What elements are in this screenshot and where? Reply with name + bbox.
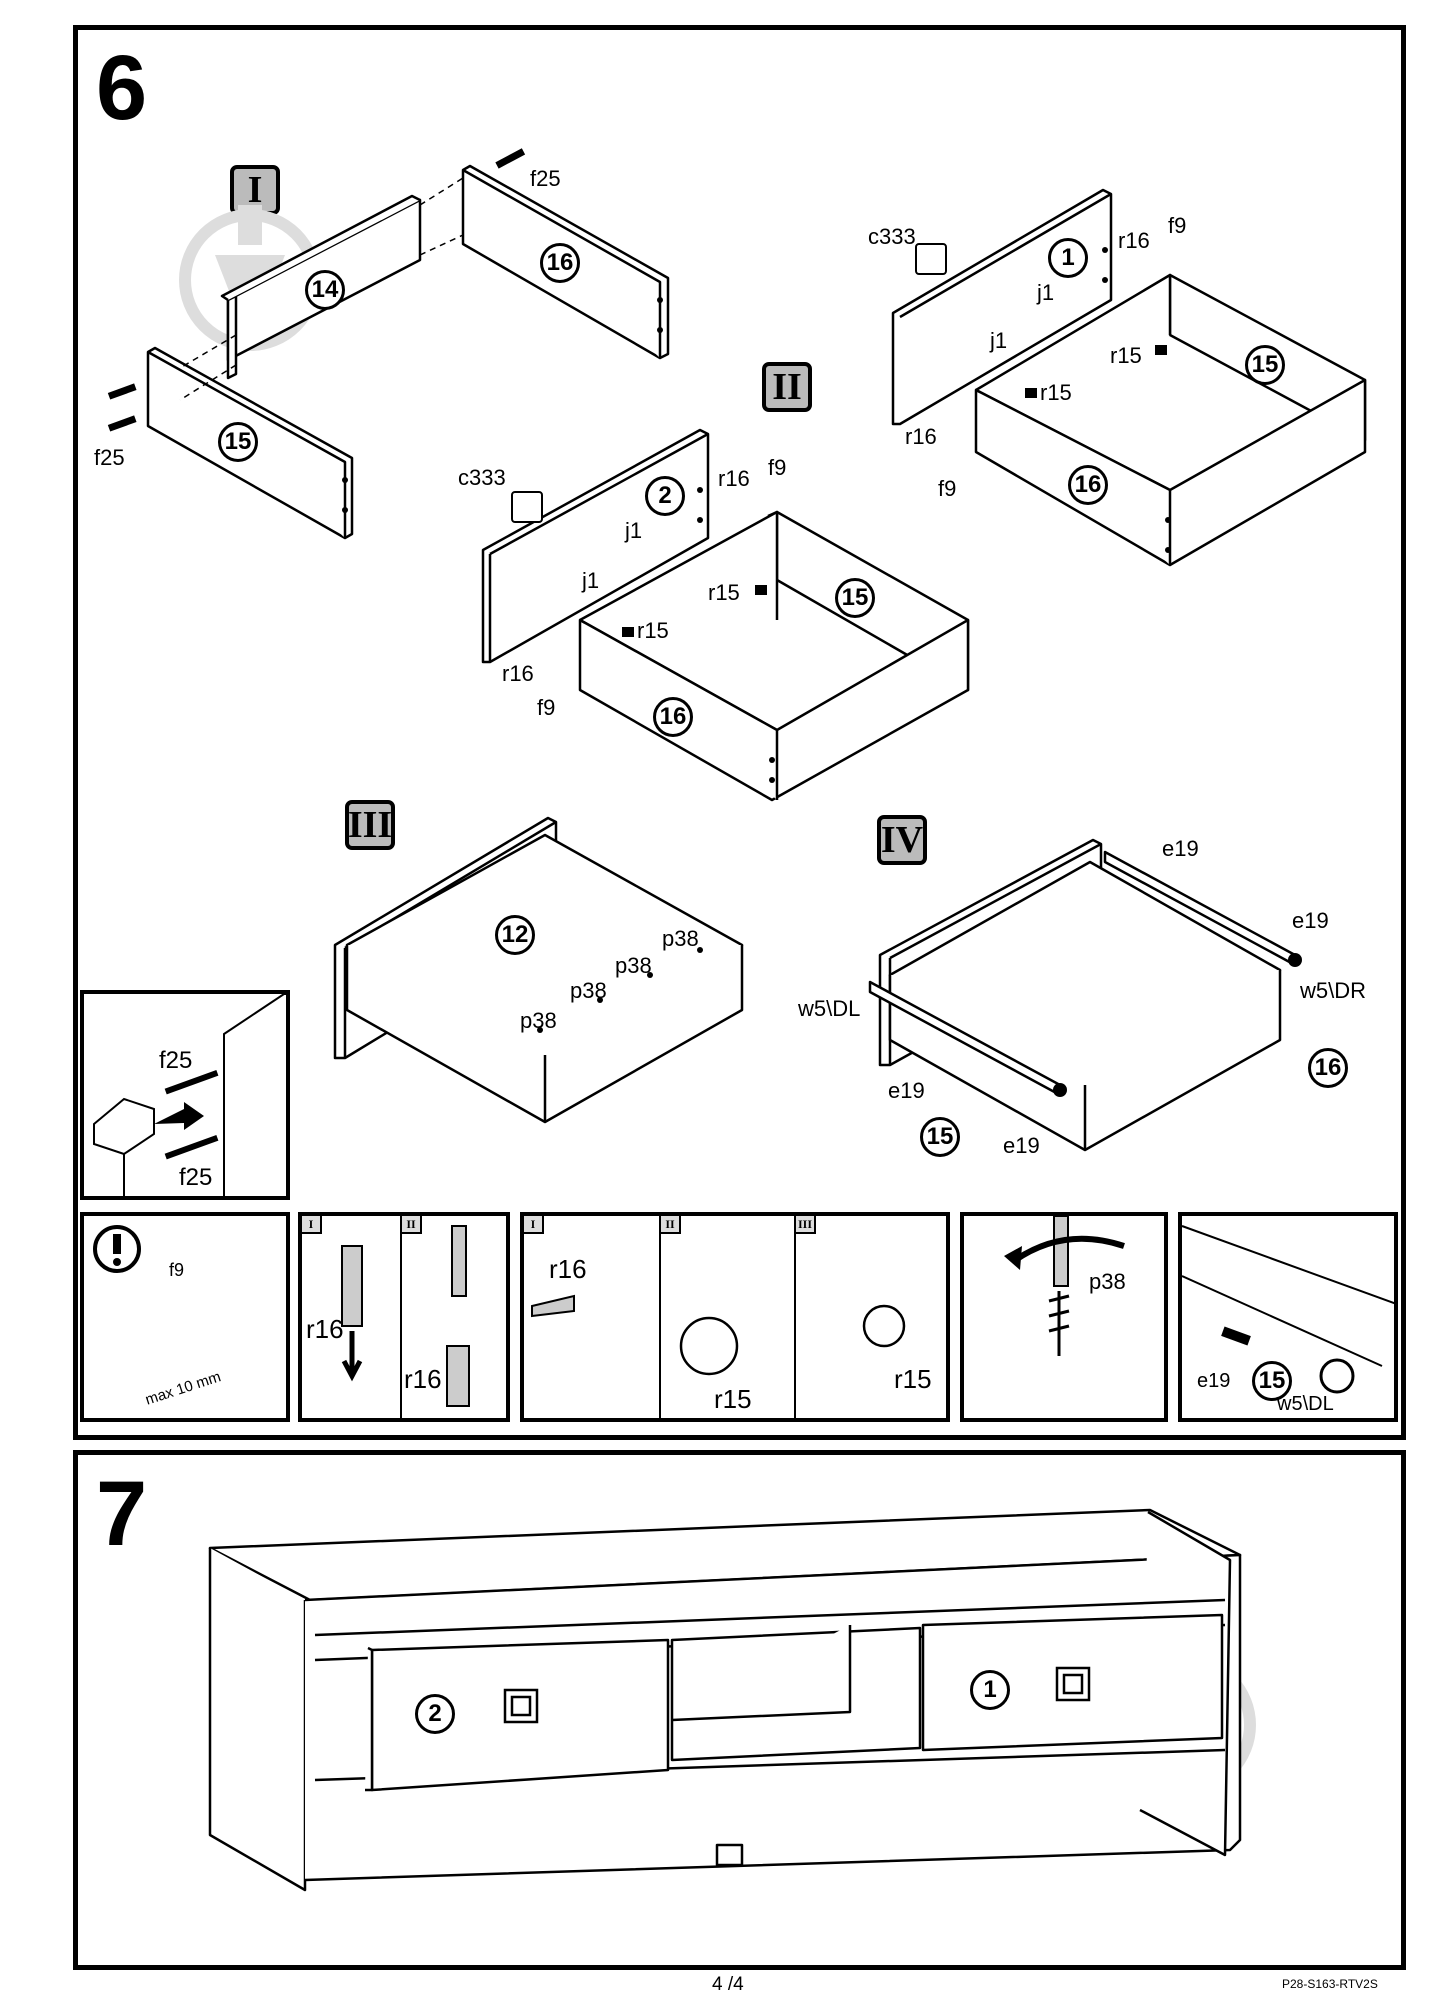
hardware-label-r16: r16	[502, 661, 534, 686]
warning-icon	[93, 1225, 141, 1273]
hardware-label-f9: f9	[537, 695, 556, 720]
hardware-label-w5dl: w5\DL	[798, 996, 861, 1021]
detail-tag-ii: II	[402, 1216, 422, 1234]
hardware-label-r16: r16	[549, 1254, 587, 1284]
detail-tag-i: I	[302, 1216, 322, 1234]
hardware-label-e19: e19	[888, 1078, 925, 1103]
part-label-1: 1	[970, 1670, 1010, 1710]
step-number-6: 6	[96, 37, 148, 139]
detail-box-r15: I II III r16 r15 r15	[520, 1212, 950, 1422]
hardware-label-r15: r15	[708, 580, 740, 605]
hardware-label-f9: f9	[169, 1260, 185, 1280]
hardware-label-p38: p38	[1089, 1269, 1126, 1294]
hardware-label-r15: r15	[894, 1364, 932, 1394]
part-label-16: 16	[1308, 1048, 1348, 1088]
hardware-label-e19: e19	[1292, 908, 1329, 933]
hardware-label-e19: e19	[1197, 1370, 1231, 1392]
part-label-1: 1	[1048, 238, 1088, 278]
part-label-16: 16	[653, 697, 693, 737]
hardware-label-w5dr: w5\DR	[1300, 978, 1367, 1003]
part-label-15: 15	[1245, 345, 1285, 385]
hardware-label-j1: j1	[625, 518, 643, 543]
hardware-label-e19: e19	[1162, 836, 1199, 861]
hardware-label-w5dl: w5\DL	[1277, 1393, 1334, 1415]
part-label-14: 14	[305, 270, 345, 310]
hardware-label-f25: f25	[530, 166, 561, 191]
step-6-frame	[73, 25, 1406, 1440]
page-number: 4 /4	[712, 1974, 744, 1995]
cam-lock-drawing	[531, 1294, 906, 1376]
part-label-12: 12	[495, 915, 535, 955]
hardware-label-r15: r15	[1110, 343, 1142, 368]
detail-box-runner: e19 15 w5\DL	[1178, 1212, 1398, 1422]
part-label-16: 16	[1068, 465, 1108, 505]
hardware-label-f25: f25	[159, 1047, 193, 1074]
hardware-label-r16: r16	[905, 424, 937, 449]
detail-box-r16: I II r16 r16	[298, 1212, 510, 1422]
part-label-16: 16	[540, 243, 580, 283]
substep-marker-3: III	[345, 800, 395, 850]
runner-drawing	[1182, 1225, 1394, 1394]
hardware-label-c333: c333	[458, 465, 506, 490]
hardware-label-e19: e19	[1003, 1133, 1040, 1158]
hardware-label-f9: f9	[1168, 213, 1187, 238]
hardware-label-r15: r15	[1040, 380, 1072, 405]
hardware-label-r15: r15	[714, 1384, 752, 1414]
hardware-label-r16: r16	[1118, 228, 1150, 253]
hardware-label-p38: p38	[662, 926, 699, 951]
step-7-frame	[73, 1450, 1406, 1970]
rotate-arrow-icon	[1004, 1216, 1125, 1356]
hardware-label-j1: j1	[582, 568, 600, 593]
hardware-label-f9: f9	[938, 476, 957, 501]
hardware-label-f25: f25	[179, 1164, 213, 1191]
hardware-label-c333: c333	[868, 224, 916, 249]
part-label-15: 15	[835, 578, 875, 618]
hardware-label-j1: j1	[990, 328, 1008, 353]
detail-box-p38: p38	[960, 1212, 1168, 1422]
detail-box-warning: f9 max 10 mm	[80, 1212, 290, 1422]
hammer-icon	[93, 994, 286, 1196]
hardware-label-p38: p38	[520, 1008, 557, 1033]
detail-box-hammer: f25 f25	[80, 990, 290, 1200]
hardware-label-f25: f25	[94, 445, 125, 470]
screwdriver-icon	[341, 1225, 470, 1407]
hardware-label-f9: f9	[768, 455, 787, 480]
substep-marker-2: II	[762, 362, 812, 412]
part-label-2: 2	[645, 476, 685, 516]
part-label-15: 15	[1252, 1361, 1292, 1401]
hardware-label-j1: j1	[1037, 280, 1055, 305]
hardware-label-p38: p38	[570, 978, 607, 1003]
hardware-label-r15: r15	[637, 618, 669, 643]
hardware-label-p38: p38	[615, 953, 652, 978]
hardware-label-r16: r16	[404, 1364, 442, 1394]
part-label-15: 15	[920, 1117, 960, 1157]
document-code: P28-S163-RTV2S	[1282, 1977, 1378, 1991]
detail-tag-ii: II	[661, 1216, 681, 1234]
detail-tag-i: I	[524, 1216, 544, 1234]
hardware-label-r16: r16	[306, 1314, 344, 1344]
step-number-7: 7	[96, 1463, 148, 1565]
part-label-2: 2	[415, 1694, 455, 1734]
detail-tag-iii: III	[796, 1216, 816, 1234]
part-label-15: 15	[218, 422, 258, 462]
hardware-label-r16: r16	[718, 466, 750, 491]
substep-marker-4: IV	[877, 815, 927, 865]
